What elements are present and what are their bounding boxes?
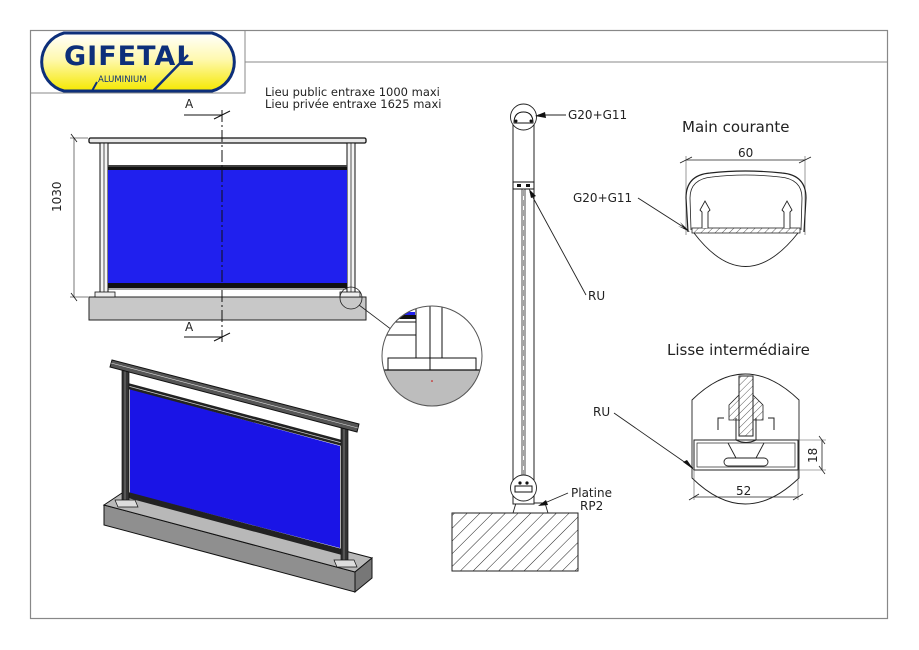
note-private-spacing: Lieu privée entraxe 1625 maxi — [265, 97, 442, 111]
front-view-railing — [70, 110, 393, 342]
intermediate-rail-callout: RU — [593, 405, 611, 419]
handrail-width-dimension: 60 — [738, 146, 754, 160]
callout-rail-seal: RU — [588, 289, 606, 303]
logo-subtitle-text: ALUMINIUM — [98, 75, 147, 85]
glass-panel-front — [108, 170, 347, 283]
handrail-detail-title: Main courante — [682, 118, 790, 136]
intermediate-rail-title: Lisse intermédiaire — [667, 341, 810, 359]
section-marker-bottom: A — [185, 320, 194, 334]
callout-top-gasket: G20+G11 — [568, 108, 628, 122]
intermediate-rail-detail — [613, 373, 826, 505]
base-detail-zoom — [381, 305, 483, 407]
section-view-post — [451, 103, 587, 572]
intermediate-rail-width-dimension: 52 — [736, 484, 752, 498]
logo-brand-text: GIFETAL — [64, 41, 195, 72]
callout-base-plate-ref: RP2 — [580, 499, 604, 513]
glass-panel-isometric — [130, 389, 340, 548]
handrail-detail — [637, 156, 812, 267]
handrail-callout-gasket: G20+G11 — [573, 191, 633, 205]
height-dimension-label: 1030 — [50, 181, 64, 212]
intermediate-rail-height-dimension: 18 — [806, 447, 820, 463]
drawing-frame — [29, 29, 889, 620]
section-marker-top: A — [185, 97, 194, 111]
callout-base-plate: Platine — [571, 486, 612, 500]
note-public-spacing: Lieu public entraxe 1000 maxi — [265, 85, 440, 99]
isometric-view-railing — [102, 359, 374, 594]
gifetal-logo — [40, 31, 236, 93]
